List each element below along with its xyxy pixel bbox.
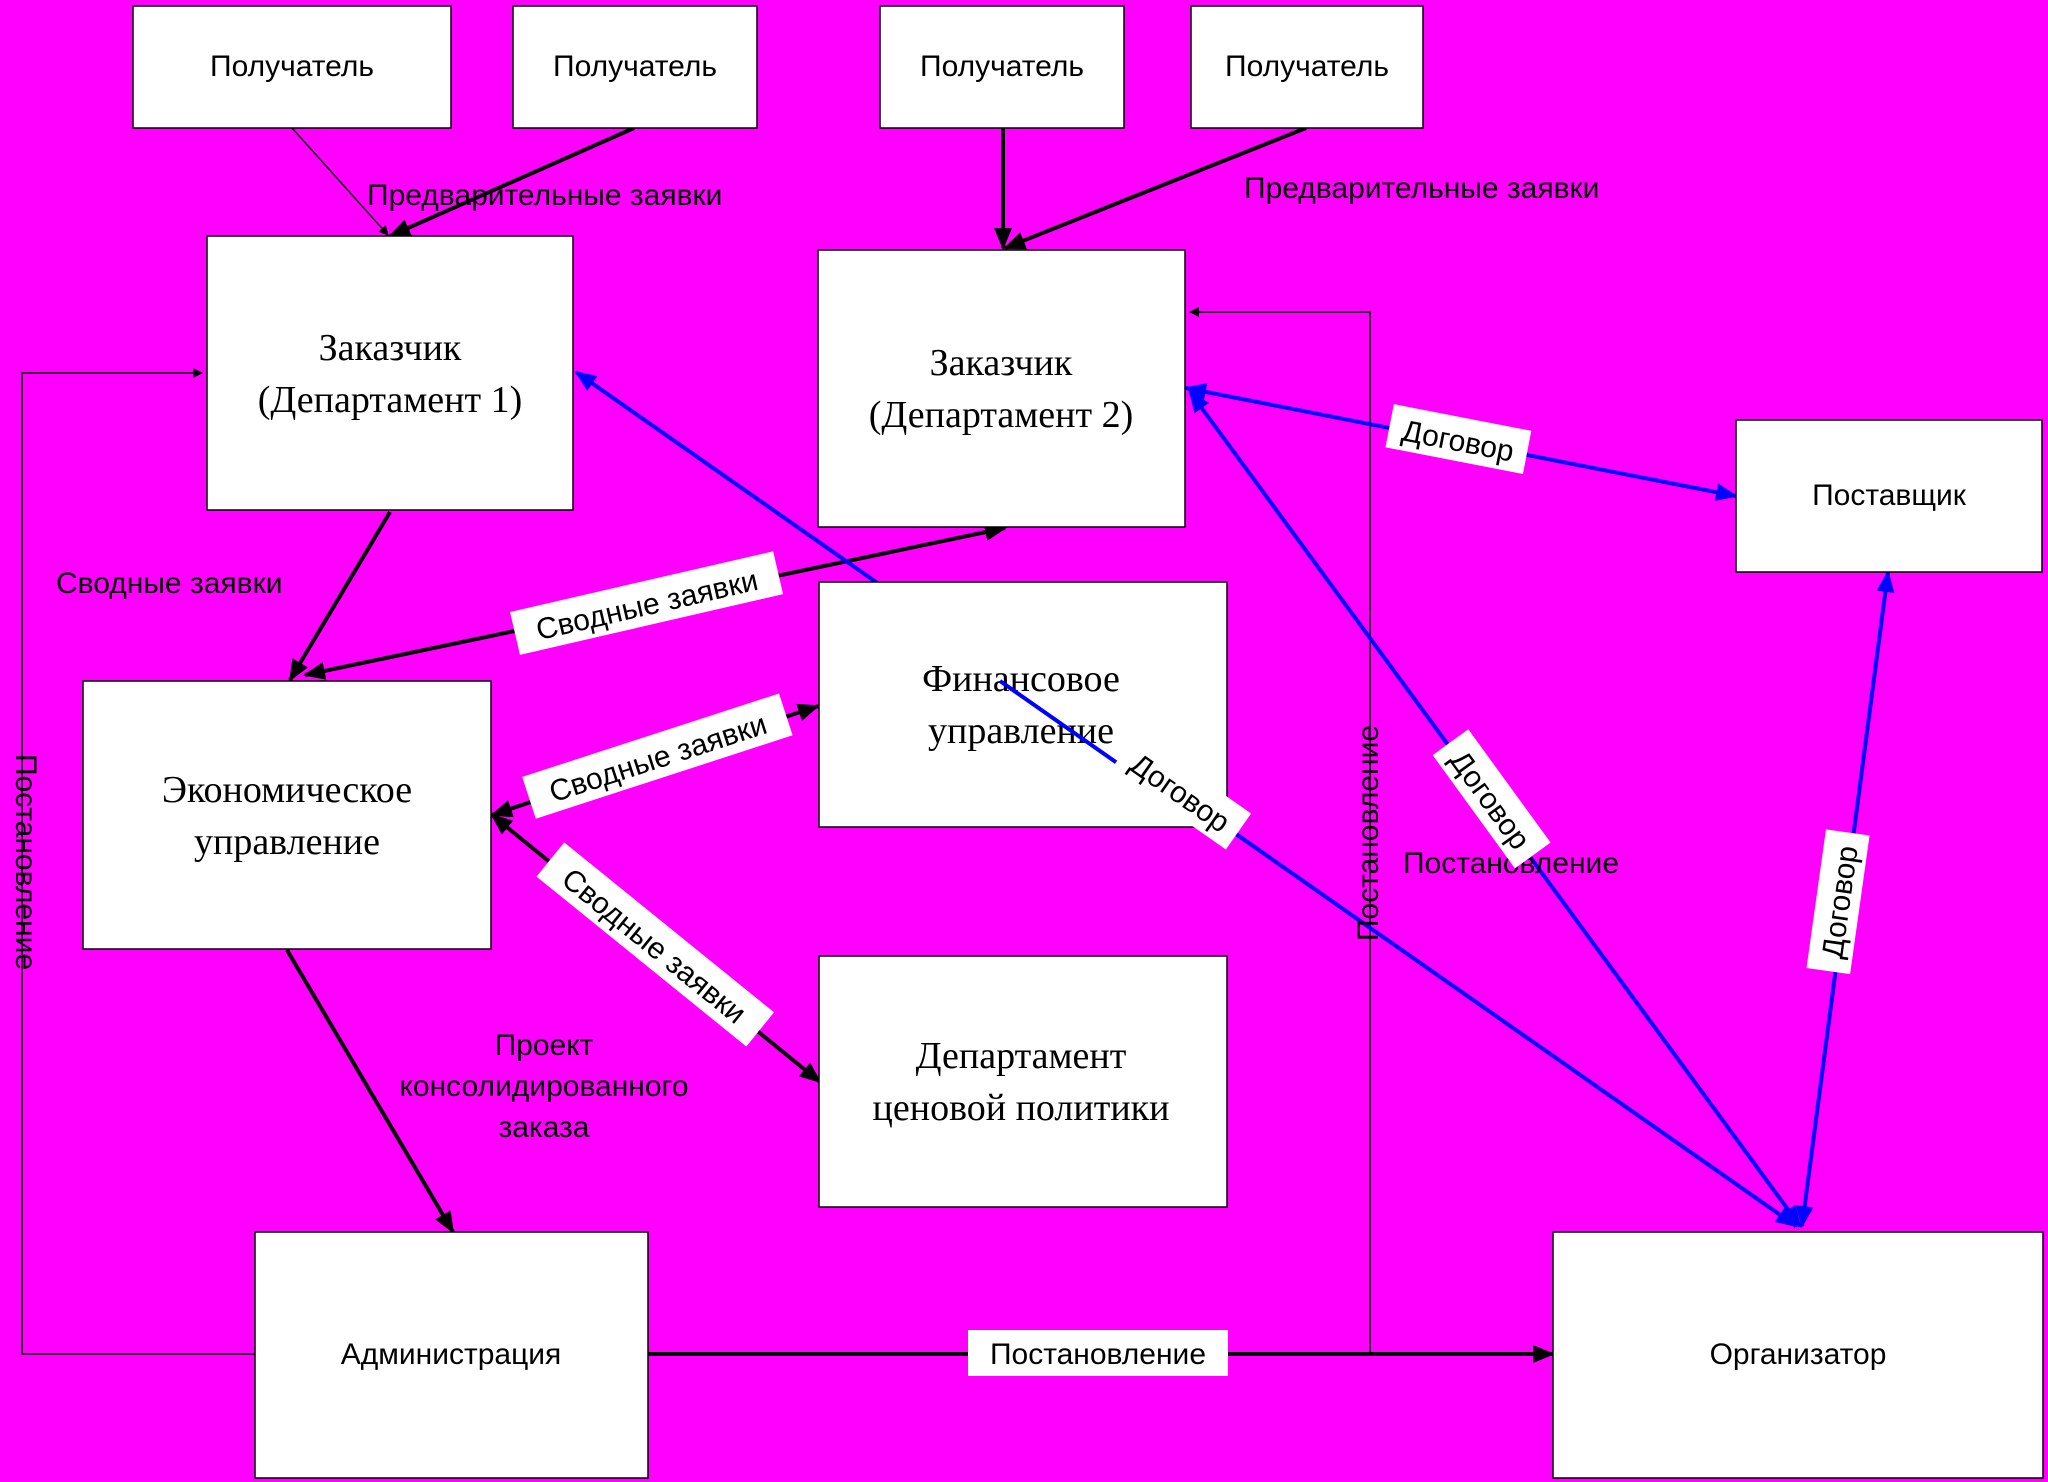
arrow-economic-administration [285, 948, 455, 1234]
label-preliminary-requests-right: Предварительные заявки [1244, 172, 1599, 205]
label-preliminary-requests-left: Предварительные заявки [367, 179, 722, 212]
customer2-subtitle: (Департамент 2) [869, 394, 1134, 436]
arrow-recipient4-customer2 [1003, 126, 1307, 250]
label-project-line1: Проект [495, 1029, 594, 1062]
recipient-box-4: Получатель [1190, 5, 1424, 129]
pricing-subtitle: ценовой политики [873, 1087, 1170, 1129]
recipient-box-1: Получатель [132, 5, 452, 129]
label-resolution-bottom: Постановление [968, 1330, 1228, 1376]
arrow-customer1-economic [288, 510, 392, 682]
pricing-title: Департамент [916, 1035, 1127, 1077]
arrow-recipient1-customer1 [291, 127, 389, 236]
customer2-title: Заказчик [930, 342, 1073, 384]
recipient-label: Получатель [920, 50, 1084, 83]
label-project-line3: заказа [498, 1111, 589, 1144]
economic-box: Экономическое управление [82, 680, 492, 950]
customer1-title: Заказчик [319, 327, 462, 369]
label-resolution-left: Постановление [9, 754, 42, 970]
label-summary-requests-left: Сводные заявки [56, 567, 282, 600]
organizer-label: Организатор [1710, 1338, 1887, 1371]
label-contract-customer2-supplier: Договор [1385, 404, 1532, 474]
pricing-box: Департамент ценовой политики [818, 955, 1228, 1208]
administration-label: Администрация [341, 1338, 562, 1371]
label-contract-supplier-organizer: Договор [1806, 829, 1870, 975]
label-project-line2: консолидированного [399, 1070, 688, 1103]
recipient-label: Получатель [553, 50, 717, 83]
arrow-customer1-organizer-overlay [998, 679, 1132, 774]
economic-subtitle: управление [194, 821, 380, 863]
label-summary-to-pricing: Сводные заявки [536, 842, 775, 1047]
economic-title: Экономическое [162, 769, 412, 811]
customer1-box: Заказчик (Департамент 1) [206, 235, 574, 511]
label-summary-to-financial: Сводные заявки [522, 693, 793, 819]
administration-box: Администрация [254, 1231, 649, 1479]
financial-title: Финансовое [922, 658, 1120, 700]
arrow-administration-customer1 [21, 368, 255, 1355]
supplier-box: Поставщик [1735, 419, 2043, 573]
recipient-label: Получатель [210, 50, 374, 83]
arrow-recipient2-customer1 [388, 126, 635, 238]
customer2-box: Заказчик (Департамент 2) [817, 249, 1186, 528]
financial-subtitle: управление [928, 710, 1114, 752]
recipient-box-2: Получатель [512, 5, 758, 129]
supplier-label: Поставщик [1812, 479, 1967, 512]
svg-text:Постановление: Постановление [990, 1338, 1206, 1371]
recipient-label: Получатель [1225, 50, 1389, 83]
customer1-subtitle: (Департамент 1) [258, 379, 523, 421]
label-summary-to-customer2: Сводные заявки [510, 551, 784, 655]
recipient-box-3: Получатель [879, 5, 1125, 129]
organizer-box: Организатор [1552, 1231, 2044, 1479]
label-resolution-vertical: Постановление [1352, 725, 1385, 941]
svg-text:Сводные заявки: Сводные заявки [555, 862, 752, 1030]
